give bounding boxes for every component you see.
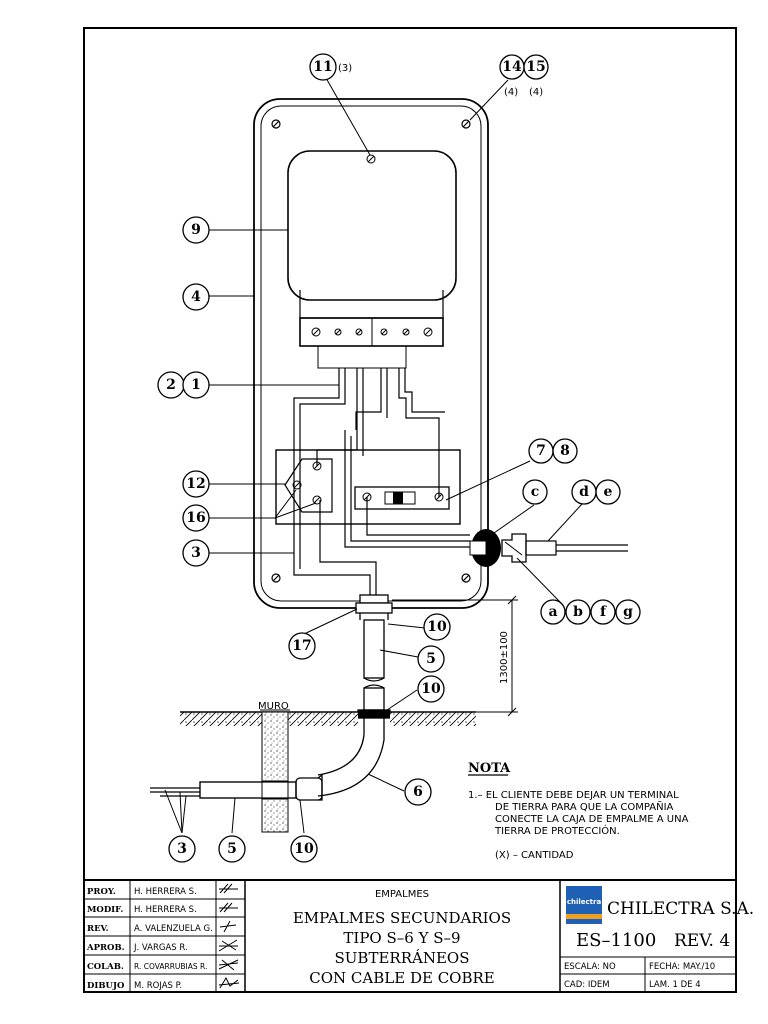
sheet-frame [83,27,737,993]
role-modif: MODIF. [87,905,123,915]
callout-5-top: 5 [426,651,436,667]
callout-15-qty: (4) [529,87,543,98]
callout-10-top: 10 [427,619,447,635]
note-title: NOTA [468,761,511,776]
drawing-title-4: CON CABLE DE COBRE [309,969,494,987]
title-block-grid [84,880,736,992]
date-field: FECHA: MAY./10 [649,962,715,972]
callout-14: 14 [502,59,522,75]
leader-lines [164,77,583,834]
callout-b: b [573,604,583,620]
note-line-4: TIERRA DE PROTECCIÓN. [494,824,620,837]
callout-f: f [600,604,607,620]
callout-4: 4 [191,289,201,305]
callout-circles [157,53,641,863]
callout-9: 9 [191,222,201,238]
callout-3: 3 [191,545,201,561]
wall-label: MURO [258,701,289,712]
name-rev: A. VALENZUELA G. [134,924,213,934]
drawing-number: ES–1100 [576,930,656,951]
note-line-2: DE TIERRA PARA QUE LA COMPAÑIA [495,800,674,813]
energy-meter [287,150,457,369]
callout-14-qty: (4) [504,87,518,98]
name-aprob: J. VARGAS R. [133,943,188,953]
note-block: NOTA 1.– EL CLIENTE DEBE DEJAR UN TERMIN… [468,761,689,861]
name-colab: R. COVARRUBIAS R. [134,962,207,971]
name-dibujo: M. ROJAS P. [134,981,182,991]
wall-muro [199,709,297,833]
callout-8: 8 [560,443,570,459]
wiring [293,368,470,595]
callout-11: 11 [313,59,332,75]
callout-10-mid: 10 [421,681,441,697]
ground-terminal [469,529,628,567]
callout-15: 15 [526,59,545,75]
svg-text:chilectra: chilectra [567,898,602,906]
callout-12: 12 [186,476,205,492]
note-line-3: CONECTE LA CAJA DE EMPALME A UNA [495,814,689,825]
drawing-title-1: EMPALMES SECUNDARIOS [293,909,511,927]
callout-1: 1 [191,377,201,393]
callout-10-bottom: 10 [294,841,314,857]
drawing-title-2: TIPO S–6 Y S–9 [343,929,460,947]
ground-surface [180,711,476,726]
junction-box [253,98,489,609]
dimension-line [392,595,518,717]
company-name: CHILECTRA S.A. [607,899,754,919]
sheet-field: LAM. 1 DE 4 [649,980,701,990]
drawing-title-3: SUBTERRÁNEOS [335,949,470,967]
callout-7: 7 [536,443,546,459]
cad-field: CAD: IDEM [564,980,610,990]
role-rev: REV. [87,924,109,934]
callout-e: e [604,484,613,500]
callout-c: c [531,484,540,500]
callout-5-bottom: 5 [227,841,237,857]
callout-16: 16 [186,510,205,526]
name-proy: H. HERRERA S. [134,887,197,897]
signatures [218,883,240,989]
callout-3-bottom: 3 [177,841,187,857]
terminal-panel [275,449,461,525]
callout-17: 17 [292,638,311,654]
role-colab: COLAB. [87,962,124,972]
conduit-gland [295,594,393,801]
callout-d: d [579,484,589,500]
callout-2: 2 [166,377,176,393]
note-line-1: 1.– EL CLIENTE DEBE DEJAR UN TERMINAL [468,790,679,801]
scale-field: ESCALA: NO [564,962,616,972]
note-legend: (X) – CANTIDAD [495,850,574,861]
callout-a: a [548,604,557,620]
role-proy: PROY. [87,887,116,897]
callout-6: 6 [413,784,423,800]
drawing-category: EMPALMES [375,889,429,900]
callout-g: g [623,604,633,620]
chilectra-logo: chilectra [566,886,602,924]
revision-number: REV. 4 [674,931,730,951]
role-dibujo: DIBUJO [87,981,125,991]
role-aprob: APROB. [86,943,125,953]
callout-11-qty: (3) [338,63,352,74]
name-modif: H. HERRERA S. [134,905,197,915]
dimension-value: 1300±100 [499,631,510,684]
